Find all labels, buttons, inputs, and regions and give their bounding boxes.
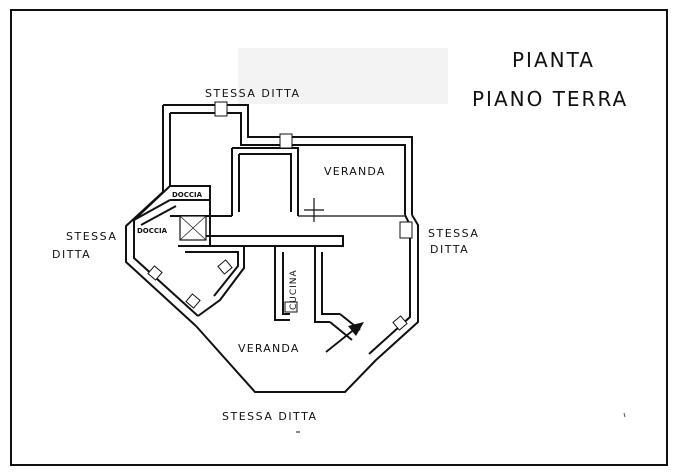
label-right-neighbor-2: DITTA — [430, 243, 469, 256]
room-label-doccia-left: DOCCIA — [137, 227, 168, 235]
page-frame — [10, 9, 668, 466]
scan-smudge — [238, 48, 448, 104]
scan-mark — [623, 412, 626, 418]
label-left-neighbor-1: STESSA — [66, 230, 117, 243]
title-line-2: PIANO TERRA — [472, 87, 628, 111]
title-line-1: PIANTA — [512, 48, 595, 72]
room-label-veranda-lower: VERANDA — [238, 342, 300, 355]
room-label-doccia-upper: DOCCIA — [172, 191, 203, 199]
label-left-neighbor-2: DITTA — [52, 248, 91, 261]
inner-walls — [133, 147, 405, 341]
label-right-neighbor-1: STESSA — [428, 227, 479, 240]
label-top-neighbor: STESSA DITTA — [205, 87, 300, 100]
room-label-veranda-upper: VERANDA — [324, 165, 386, 178]
door-marks — [147, 101, 413, 331]
entrance-arrow-icon — [325, 322, 364, 353]
label-bottom-neighbor: STESSA DITTA — [222, 410, 317, 423]
room-label-cucina: CUCINA — [289, 269, 299, 310]
